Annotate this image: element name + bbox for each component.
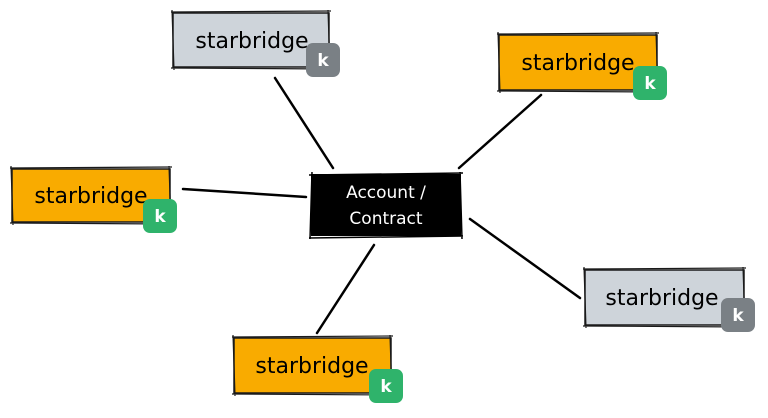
center-node[interactable]: Account / Contract: [308, 171, 464, 240]
center-label-line2: Contract: [349, 209, 422, 229]
node-label: starbridge: [34, 184, 147, 209]
node-label: starbridge: [605, 286, 718, 311]
connector-bottom: [315, 243, 376, 335]
center-box: [311, 174, 461, 236]
node-sketch-lines: [170, 9, 332, 71]
connectors: [181, 76, 582, 335]
center-label-line1: Account /: [346, 183, 426, 203]
svg-text:k: k: [154, 207, 166, 227]
node-label: starbridge: [521, 51, 634, 76]
svg-text:k: k: [732, 306, 744, 326]
node-box: [233, 337, 392, 394]
node-sketch-lines: [496, 31, 660, 94]
connector-top-left: [273, 76, 335, 170]
k-badge-icon: k: [143, 199, 177, 233]
node-right[interactable]: starbridge k: [582, 266, 755, 332]
center-sketch-lines: [308, 171, 464, 240]
node-sketch-lines: [9, 165, 173, 226]
svg-text:k: k: [644, 74, 656, 94]
k-badge-icon: k: [306, 43, 340, 77]
node-sketch-lines: [231, 334, 394, 397]
connector-left: [181, 187, 308, 199]
node-top-left[interactable]: starbridge k: [170, 9, 340, 77]
svg-text:k: k: [380, 377, 392, 397]
connector-right: [468, 217, 582, 300]
connector-top-right: [457, 93, 543, 170]
node-label: starbridge: [195, 29, 308, 54]
node-left[interactable]: starbridge k: [9, 165, 177, 233]
k-badge-icon: k: [633, 66, 667, 100]
node-bottom[interactable]: starbridge k: [231, 334, 403, 403]
node-top-right[interactable]: starbridge k: [496, 31, 667, 100]
k-badge-icon: k: [369, 369, 403, 403]
svg-text:k: k: [317, 51, 329, 71]
node-label: starbridge: [255, 354, 368, 379]
node-sketch-lines: [582, 266, 747, 329]
k-badge-icon: k: [721, 298, 755, 332]
